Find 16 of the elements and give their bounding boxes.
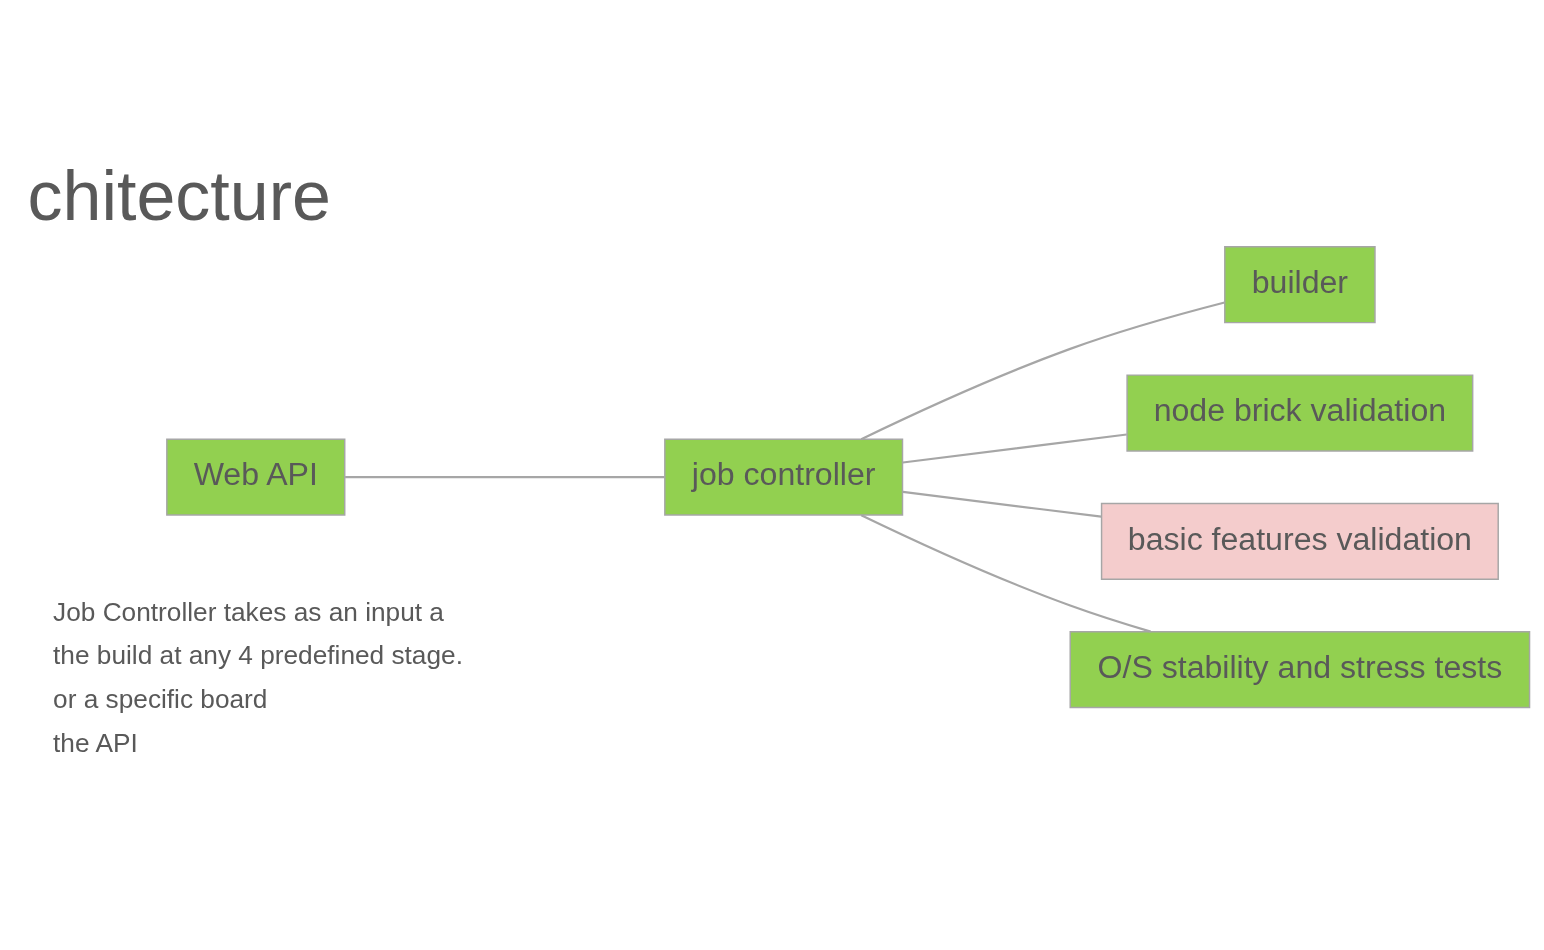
node-box: job controller	[664, 438, 904, 516]
connector	[902, 490, 1102, 518]
label: or a specific board	[53, 684, 268, 715]
label: Job Controller takes as an input a	[53, 596, 444, 627]
node-box: basic features validation	[1100, 502, 1499, 580]
connector	[860, 301, 1225, 441]
connector	[345, 476, 665, 479]
node-box: O/S stability and stress tests	[1069, 631, 1531, 709]
node-box: builder	[1224, 246, 1376, 324]
diagram-title: chitecture	[27, 156, 331, 235]
node-box: node brick validation	[1126, 374, 1474, 452]
node-box: Web API	[166, 438, 346, 516]
label: the build at any 4 predefined stage.	[53, 640, 463, 671]
connector	[902, 433, 1127, 464]
connector	[860, 514, 1151, 633]
label: the API	[53, 727, 138, 758]
